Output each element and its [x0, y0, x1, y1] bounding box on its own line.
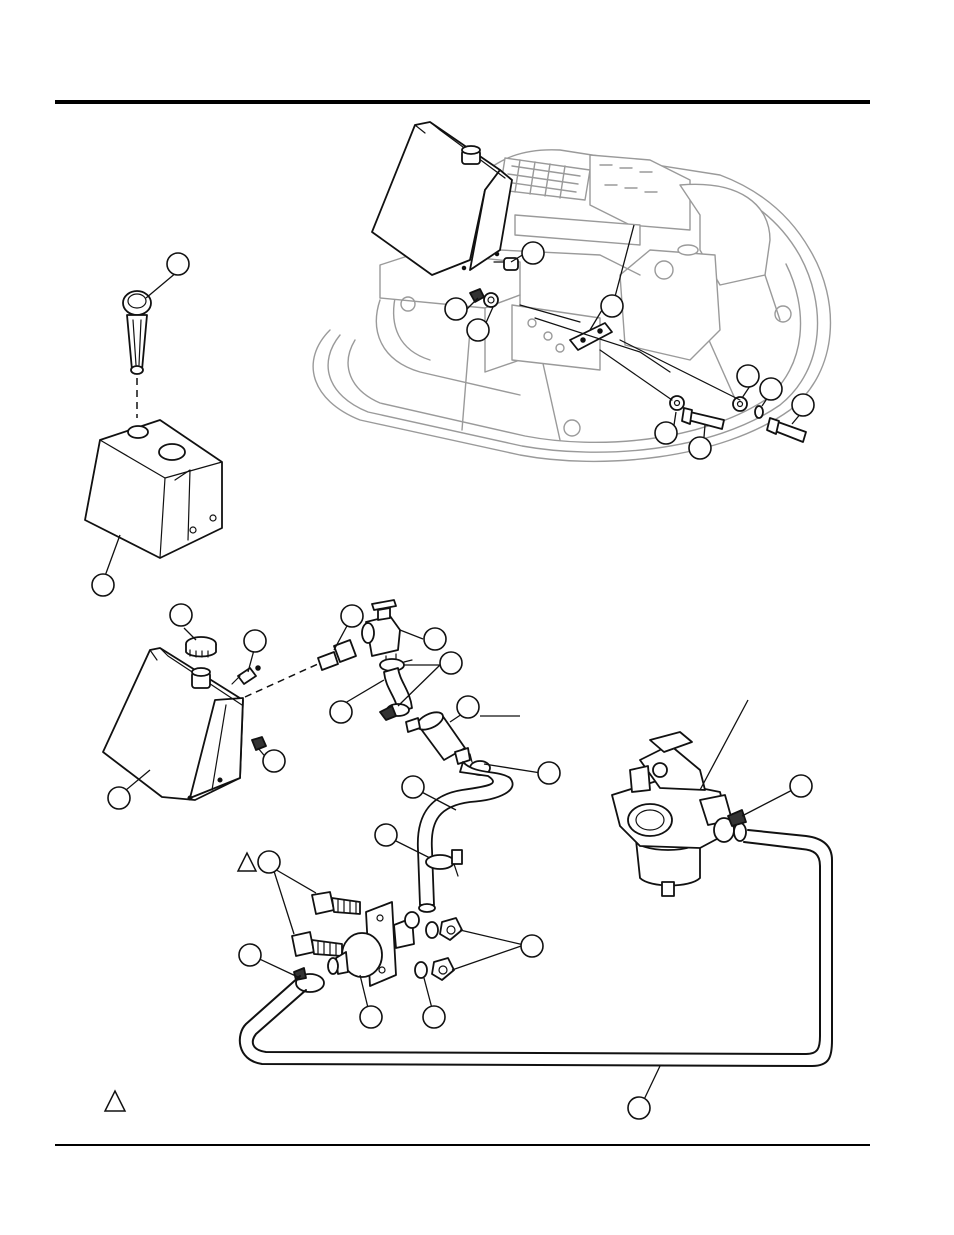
callout-shut-off-valve — [424, 628, 446, 650]
callout-mount-lock-washer — [760, 378, 782, 400]
callout-pump-washer — [423, 1006, 445, 1028]
fuel-filter-part — [406, 709, 470, 764]
callout-hose-clamp-upper — [440, 652, 462, 674]
callout-mount-washer — [467, 319, 489, 341]
tank-vent-clamp-part — [232, 666, 260, 684]
callout-pump-nut — [521, 935, 543, 957]
pump-inlet-clamp-part — [294, 968, 324, 992]
fill-cap-gauge-part — [123, 291, 151, 374]
callout-mount-bracket-nut — [445, 298, 467, 320]
callout-hose-fitting — [341, 605, 363, 627]
callout-fuel-pump — [360, 1006, 382, 1028]
tank-cap-part — [186, 637, 216, 657]
callout-mount-bolt-right — [792, 394, 814, 416]
top-rule — [55, 100, 870, 104]
callout-fuel-hose-mid — [402, 776, 424, 798]
callout-fill-cap-gauge — [167, 253, 189, 275]
callout-carb-hose-clamp — [790, 775, 812, 797]
callout-mount-bolt-left — [689, 437, 711, 459]
callout-pump-hose-clamp — [263, 750, 285, 772]
callout-mount-spacer-upper — [522, 242, 544, 264]
fuel-tank-small-part — [85, 420, 222, 558]
bottom-rule — [55, 1144, 870, 1146]
callout-fuel-tank — [375, 824, 397, 846]
fuel-hose-mid-part — [418, 762, 513, 912]
carburetor-part — [612, 732, 746, 896]
triangle-icon — [105, 1091, 125, 1111]
callout-fuel-tank-small — [92, 574, 114, 596]
triangle-icon — [238, 853, 256, 871]
callout-tank-cap — [170, 604, 192, 626]
tank-drain-nut-part — [252, 737, 266, 750]
fuel-tank-part — [103, 648, 243, 800]
callout-mount-clamp-plate — [601, 295, 623, 317]
callout-fuel-line-long — [628, 1097, 650, 1119]
callout-mount-flat-washer-left — [655, 422, 677, 444]
callout-tank-drain-nut — [108, 787, 130, 809]
callout-pump-bolt — [258, 851, 280, 873]
callout-filter-hose-clamp — [538, 762, 560, 784]
fuel-tank-mounted — [372, 122, 512, 275]
callout-pump-inlet-clamp — [239, 944, 261, 966]
callout-tank-vent-clamp — [244, 630, 266, 652]
callout-mount-flat-washer-right — [737, 365, 759, 387]
callout-fuel-hose-short — [330, 701, 352, 723]
fuel-hose-short-part — [380, 668, 412, 720]
callout-fuel-filter — [457, 696, 479, 718]
